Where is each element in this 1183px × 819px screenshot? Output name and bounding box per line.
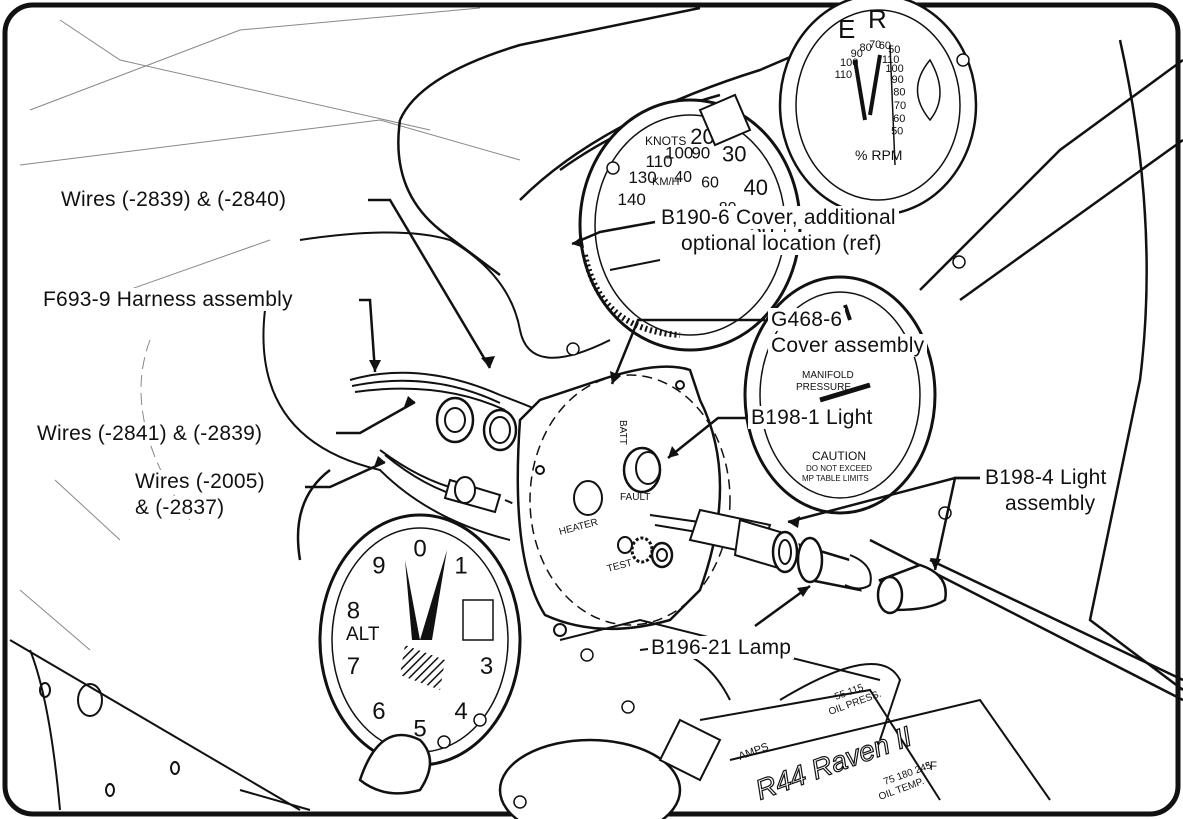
rpm-right-tick: 70 [894,100,906,112]
panel-screws [437,53,970,809]
callout-cover-b190-line2: optional location (ref) [678,232,885,255]
airspeed-knots-tick: 110 [645,152,672,171]
airspeed-knots-tick: 140 [618,190,646,209]
rpm-right-tick: 90 [891,74,903,86]
callout-harness-f693: F693-9 Harness assembly [40,288,296,311]
leader-arrowheads [369,236,941,597]
callout-wires-2841-2839: Wires (-2841) & (-2839) [34,422,266,445]
left-partial-gauge [296,469,331,561]
airspeed-kmh-tick: 40 [674,169,692,186]
leader-lines [305,198,980,628]
rpm-left-tick: 70 [869,39,881,51]
altimeter-digit: 8 [347,598,360,625]
rpm-unit-label: % RPM [855,147,902,163]
console-outline [397,6,1183,702]
rpm-e-label: E [838,14,855,44]
altimeter-digit: 9 [372,553,385,580]
altimeter-digit: 0 [413,535,426,562]
callout-wires-2005-line1: Wires (-2005) [132,470,268,493]
altimeter-digit: 5 [413,715,426,742]
airspeed-knots-tick: 90 [691,144,710,163]
amps-label: AMPS [737,741,770,763]
altimeter: 0123456789 ALT [318,513,522,795]
asi-knots-label: KNOTS [645,134,686,148]
asi-kmh-label: KM/H [652,176,680,188]
airspeed-knots-tick: 100 [665,144,693,163]
fault-label: FAULT [620,492,650,503]
light-assembly-exploded [649,508,947,615]
pressure-label: PRESSURE [796,382,851,393]
callout-cover-g468-line2: Cover assembly [768,334,928,357]
rpm-right-tick: 80 [893,87,905,99]
rpm-left-tick: 110 [835,69,853,81]
rpm-left-tick: 100 [840,57,858,69]
callout-lamp-b196: B196-21 Lamp [648,636,795,659]
cover-plate: HEATER TEST BATT FAULT [516,365,731,637]
rpm-right-tick: 50 [891,126,903,138]
callout-light-b198-4-line2: assembly [1002,492,1099,515]
batt-label: BATT [617,420,628,445]
rpm-right-tick: 100 [885,63,903,75]
rpm-left-tick: 90 [851,48,863,60]
airspeed-big-tick: 30 [722,142,746,167]
airspeed-kmh-tick: 60 [701,175,719,192]
altimeter-digit: 3 [480,653,493,680]
callout-light-b198-1: B198-1 Light [748,406,876,429]
left-panel [9,639,311,811]
caution-label: CAUTION [812,449,866,463]
caution-sub2: MP TABLE LIMITS [802,474,869,483]
caution-sub1: DO NOT EXCEED [806,464,872,473]
callout-cover-g468-line1: G468-6 [768,308,846,331]
manifold-label: MANIFOLD [802,370,854,381]
rpm-right-tick: 110 [882,54,900,66]
callout-wires-2839-2840: Wires (-2839) & (-2840) [58,188,290,211]
alt-label: ALT [346,624,380,645]
wire-harness [262,231,611,541]
callout-wires-2005-line2: & (-2837) [132,496,228,519]
callout-light-b198-4-line1: B198-4 Light [982,466,1110,489]
altimeter-digit: 7 [347,653,360,680]
altimeter-digit: 1 [454,553,467,580]
rpm-left-tick: 50 [888,44,900,56]
deg-f-label: °F [925,759,937,773]
rpm-r-label: R [868,4,887,34]
rpm-left-tick: 60 [879,40,891,52]
altimeter-digit: 6 [372,698,385,725]
altimeter-digit: 4 [454,698,467,725]
callout-cover-b190-line1: B190-6 Cover, additional [658,206,899,229]
airspeed-knots-tick: 130 [628,168,656,187]
rpm-right-tick: 60 [893,113,905,125]
airspeed-big-tick: 40 [744,175,768,200]
rpm-left-tick: 80 [859,42,871,54]
